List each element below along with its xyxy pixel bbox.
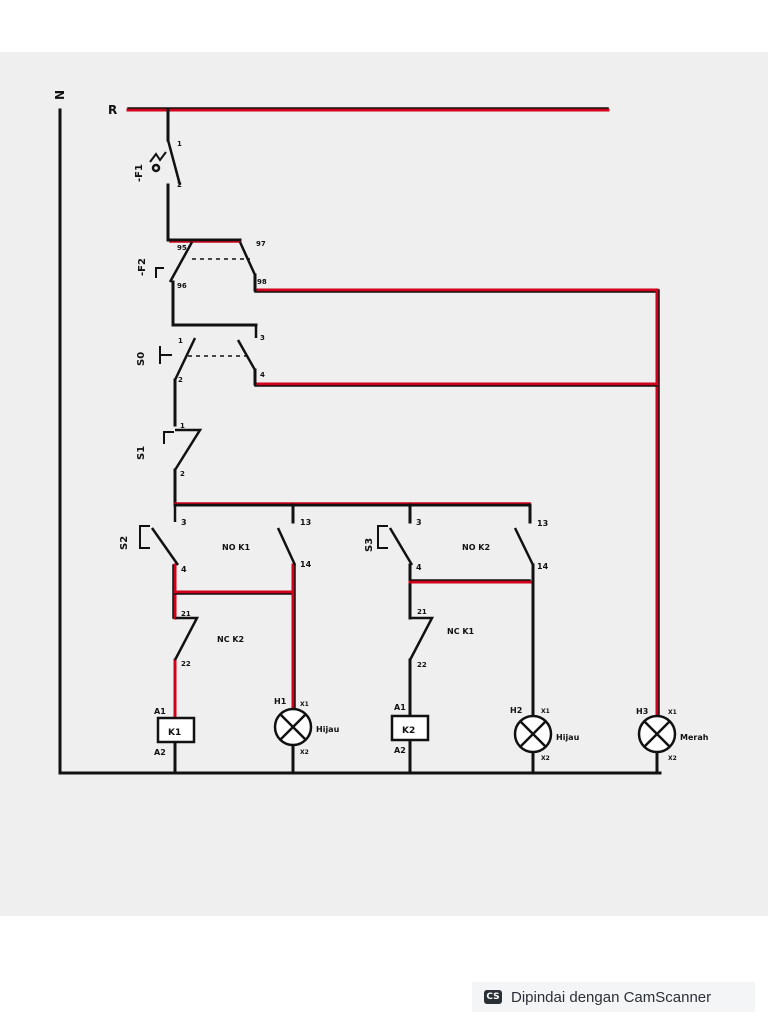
h2-label: H2 bbox=[510, 706, 522, 715]
s3-label: S3 bbox=[364, 538, 375, 552]
s1-terminal-2: 2 bbox=[180, 470, 185, 478]
h2-terminal-x2: X2 bbox=[541, 755, 550, 762]
h3-terminal-x1: X1 bbox=[668, 709, 677, 716]
k1-terminal-a1: A1 bbox=[154, 707, 166, 716]
h3-terminal-x2: X2 bbox=[668, 755, 677, 762]
k2-label: K2 bbox=[402, 726, 415, 736]
h1-label: H1 bbox=[274, 697, 287, 706]
nc-k2-label: NC K2 bbox=[217, 635, 244, 644]
f1-terminal-2: 2 bbox=[177, 181, 182, 189]
h3-lamp-icon bbox=[637, 714, 677, 754]
f2-terminal-96: 96 bbox=[177, 282, 187, 290]
k2-coil-symbol bbox=[390, 714, 430, 742]
camscanner-logo-icon: CS bbox=[484, 990, 502, 1004]
no-k2-terminal-14: 14 bbox=[537, 562, 549, 571]
no-k1-terminal-13: 13 bbox=[300, 518, 311, 527]
s0-terminal-1: 1 bbox=[178, 337, 183, 345]
nc-k2-terminal-22: 22 bbox=[181, 660, 191, 668]
k1-label: K1 bbox=[168, 728, 181, 738]
nc-k2-contact-symbol bbox=[173, 616, 200, 661]
nc-k1-terminal-22: 22 bbox=[417, 661, 427, 669]
h2-terminal-x1: X1 bbox=[541, 708, 550, 715]
nc-k1-contact-symbol bbox=[408, 616, 435, 661]
s1-terminal-1: 1 bbox=[180, 422, 185, 430]
nc-k1-terminal-21: 21 bbox=[417, 608, 427, 616]
h3-label: H3 bbox=[636, 707, 648, 716]
f1-breaker-symbol bbox=[149, 139, 182, 186]
phase-label: R bbox=[108, 103, 117, 117]
f2-overload-symbol bbox=[155, 241, 257, 283]
s2-terminal-3: 3 bbox=[181, 518, 187, 527]
h1-terminal-x2: X2 bbox=[300, 749, 309, 756]
no-k2-contact-symbol bbox=[513, 527, 535, 566]
h3-color-label: Merah bbox=[680, 733, 709, 742]
no-k2-terminal-13: 13 bbox=[537, 519, 548, 528]
h1-lamp-icon bbox=[273, 707, 313, 747]
f2-terminal-97: 97 bbox=[256, 240, 266, 248]
s2-label: S2 bbox=[119, 536, 130, 550]
h1-terminal-x1: X1 bbox=[300, 701, 309, 708]
no-k2-label: NO K2 bbox=[462, 543, 490, 552]
f2-terminal-95: 95 bbox=[177, 244, 187, 252]
nc-k2-terminal-21: 21 bbox=[181, 610, 191, 618]
labels: R N -F1 1 2 -F2 95 96 97 98 S0 1 2 3 4 S… bbox=[53, 90, 709, 762]
f2-terminal-98: 98 bbox=[257, 278, 267, 286]
k2-terminal-a2: A2 bbox=[394, 746, 406, 755]
k1-terminal-a2: A2 bbox=[154, 748, 166, 757]
no-k1-terminal-14: 14 bbox=[300, 560, 312, 569]
k1-coil-symbol bbox=[156, 716, 196, 744]
k2-terminal-a1: A1 bbox=[394, 703, 406, 712]
h1-color-label: Hijau bbox=[316, 725, 340, 734]
s3-button-symbol bbox=[377, 525, 414, 566]
s0-terminal-4: 4 bbox=[260, 371, 265, 379]
nc-k1-label: NC K1 bbox=[447, 627, 475, 636]
s0-label: S0 bbox=[136, 352, 147, 366]
neutral-label: N bbox=[53, 90, 67, 100]
h2-color-label: Hijau bbox=[556, 733, 580, 742]
f1-terminal-1: 1 bbox=[177, 140, 182, 148]
s2-terminal-4: 4 bbox=[181, 565, 187, 574]
s1-button-symbol bbox=[163, 428, 203, 471]
no-k1-contact-symbol bbox=[276, 527, 297, 566]
f1-label: -F1 bbox=[134, 164, 145, 182]
s1-label: S1 bbox=[136, 446, 147, 460]
s0-stop-button-symbol bbox=[159, 325, 258, 381]
s0-terminal-2: 2 bbox=[178, 376, 183, 384]
s0-terminal-3: 3 bbox=[260, 334, 265, 342]
s2-button-symbol bbox=[139, 505, 180, 566]
s3-terminal-4: 4 bbox=[416, 563, 422, 572]
f2-label: -F2 bbox=[137, 258, 148, 276]
no-k1-label: NO K1 bbox=[222, 543, 250, 552]
h2-lamp-icon bbox=[513, 714, 553, 754]
s3-terminal-3: 3 bbox=[416, 518, 422, 527]
watermark-text: Dipindai dengan CamScanner bbox=[511, 988, 712, 1006]
wires bbox=[58, 107, 662, 775]
camscanner-watermark: CS Dipindai dengan CamScanner bbox=[472, 982, 755, 1012]
